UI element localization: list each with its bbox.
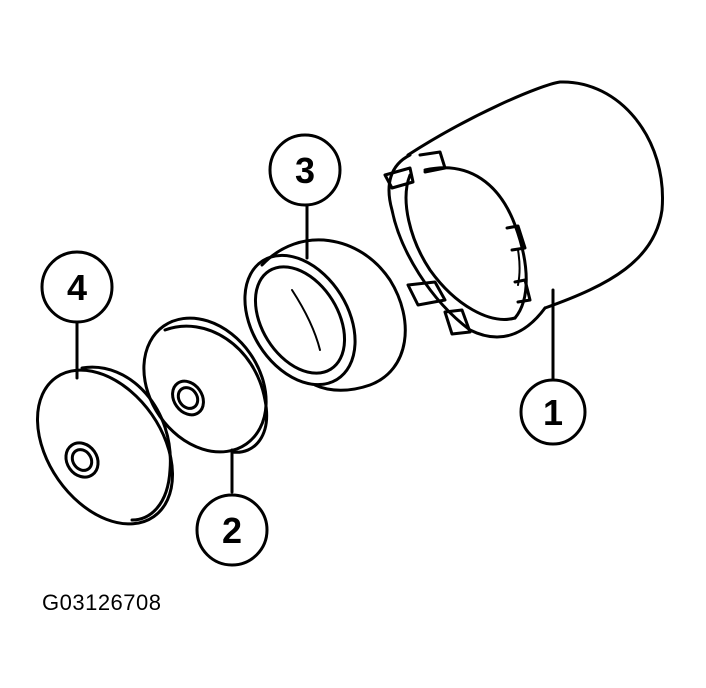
figure-code: G03126708 [42,590,162,615]
callout-3-label: 3 [295,150,315,191]
callout-4-label: 4 [67,267,87,308]
callout-4: 4 [40,250,114,324]
callout-1: 1 [519,378,587,446]
part-1-housing [383,80,664,384]
part-4-cap [35,320,175,526]
callout-3: 3 [268,133,342,207]
part-3-sleeve [243,203,407,392]
callout-2-label: 2 [222,510,242,551]
callout-1-label: 1 [543,392,563,433]
callout-2: 2 [195,493,269,567]
